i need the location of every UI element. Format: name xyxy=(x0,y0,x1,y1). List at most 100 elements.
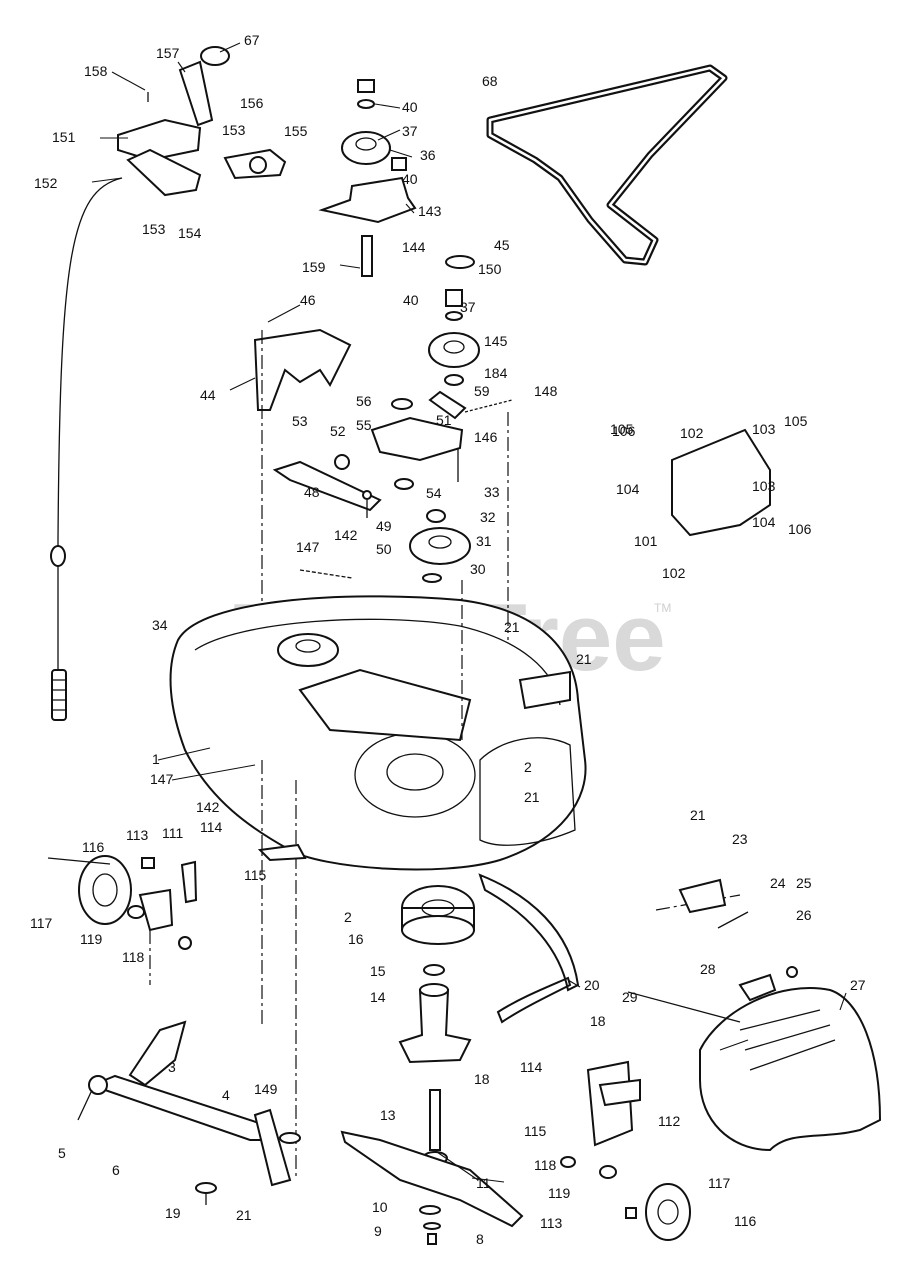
callout-number: 32 xyxy=(480,509,496,525)
callout-number: 104 xyxy=(752,514,776,530)
callout-number: 19 xyxy=(165,1205,181,1221)
callout-number: 102 xyxy=(662,565,686,581)
callout-number: 31 xyxy=(476,533,492,549)
callout-number: 21 xyxy=(576,651,592,667)
callout-number: 8 xyxy=(476,1231,484,1247)
callout-number: 30 xyxy=(470,561,486,577)
callout-number: 146 xyxy=(474,429,498,445)
callout-number: 68 xyxy=(482,73,498,89)
callout-number: 67 xyxy=(244,32,260,48)
callout-number: 147 xyxy=(296,539,320,555)
callout-number: 9 xyxy=(374,1223,382,1239)
callout-number: 10 xyxy=(372,1199,388,1215)
callout-number: 25 xyxy=(796,875,812,891)
callout-number: 18 xyxy=(474,1071,490,1087)
drive-belt xyxy=(486,64,728,266)
callout-number: 27 xyxy=(850,977,866,993)
callout-number: 2 xyxy=(344,909,352,925)
callout-number: 1 xyxy=(152,751,160,767)
belt-guard xyxy=(253,328,352,411)
callout-number: 105 xyxy=(784,413,808,429)
callout-number: 36 xyxy=(420,147,436,163)
callout-number: 40 xyxy=(402,99,418,115)
callout-number: 111 xyxy=(162,825,183,841)
callout-number: 23 xyxy=(732,831,748,847)
mower-deck-housing xyxy=(169,595,587,871)
callout-number: 45 xyxy=(494,237,510,253)
watermark-trademark: TM xyxy=(654,601,671,615)
callout-number: 150 xyxy=(478,261,502,277)
callout-number: 116 xyxy=(82,839,105,855)
callout-number: 112 xyxy=(658,1113,681,1129)
front-lift-linkage xyxy=(77,1020,301,1205)
callout-number: 113 xyxy=(126,827,149,843)
callout-number: 153 xyxy=(142,221,166,237)
callout-number: 119 xyxy=(80,931,103,947)
callout-number: 5 xyxy=(58,1145,66,1161)
callout-number: 26 xyxy=(796,907,812,923)
callout-number: 40 xyxy=(403,292,419,308)
callout-number: 117 xyxy=(30,915,53,931)
callout-number: 21 xyxy=(690,807,706,823)
callout-number: 144 xyxy=(402,239,426,255)
callout-number: 53 xyxy=(292,413,308,429)
callout-number: 33 xyxy=(484,484,500,500)
idler-bracket-assembly xyxy=(272,390,513,583)
callout-number: 4 xyxy=(222,1087,230,1103)
callout-number: 103 xyxy=(752,478,776,494)
callout-number: 54 xyxy=(426,485,442,501)
right-gauge-wheel xyxy=(560,1060,691,1241)
callout-number: 55 xyxy=(356,417,372,433)
callout-number: 106 xyxy=(788,521,812,537)
deck-hanger-bracket xyxy=(478,873,580,1024)
lift-handle-assembly xyxy=(50,46,287,721)
callout-number: 154 xyxy=(178,225,202,241)
callout-number: 56 xyxy=(356,393,372,409)
callout-number: 6 xyxy=(112,1162,120,1178)
callout-number: 52 xyxy=(330,423,346,439)
callout-number: 18 xyxy=(590,1013,606,1029)
callout-number: 11 xyxy=(476,1175,491,1191)
callout-number: 40 xyxy=(402,171,418,187)
callout-number: 50 xyxy=(376,541,392,557)
callout-number: 21 xyxy=(504,619,520,635)
callout-number: 51 xyxy=(436,412,452,428)
callout-number: 37 xyxy=(402,123,418,139)
callout-number: 13 xyxy=(380,1107,396,1123)
callout-number: 143 xyxy=(418,203,442,219)
callout-number: 2 xyxy=(524,759,532,775)
callout-number: 142 xyxy=(196,799,220,815)
callout-number: 142 xyxy=(334,527,358,543)
callout-number: 157 xyxy=(156,45,180,61)
callout-number: 29 xyxy=(622,989,638,1005)
callout-number: 117 xyxy=(708,1175,731,1191)
callout-number: 152 xyxy=(34,175,58,191)
callout-number: 115 xyxy=(524,1123,547,1139)
callout-number: 16 xyxy=(348,931,364,947)
callout-number: 184 xyxy=(484,365,508,381)
callout-number: 3 xyxy=(168,1059,176,1075)
callout-number: 145 xyxy=(484,333,508,349)
callout-number: 158 xyxy=(84,63,108,79)
callout-number: 118 xyxy=(534,1157,557,1173)
callout-number: 149 xyxy=(254,1081,278,1097)
callout-number: 59 xyxy=(474,383,490,399)
callout-number: 156 xyxy=(240,95,264,111)
mulch-cover xyxy=(671,428,771,537)
callout-number: 20 xyxy=(584,977,600,993)
callout-number: 151 xyxy=(52,129,76,145)
callout-number: 148 xyxy=(534,383,558,399)
callout-number: 115 xyxy=(244,867,267,883)
spindle-assembly xyxy=(340,885,524,1245)
callout-number: 114 xyxy=(520,1059,543,1075)
callout-number: 21 xyxy=(524,789,540,805)
callout-number: 147 xyxy=(150,771,174,787)
callout-number: 14 xyxy=(370,989,386,1005)
callout-number: 101 xyxy=(634,533,658,549)
callout-number: 28 xyxy=(700,961,716,977)
callout-number: 44 xyxy=(200,387,216,403)
callout-number: 119 xyxy=(548,1185,571,1201)
